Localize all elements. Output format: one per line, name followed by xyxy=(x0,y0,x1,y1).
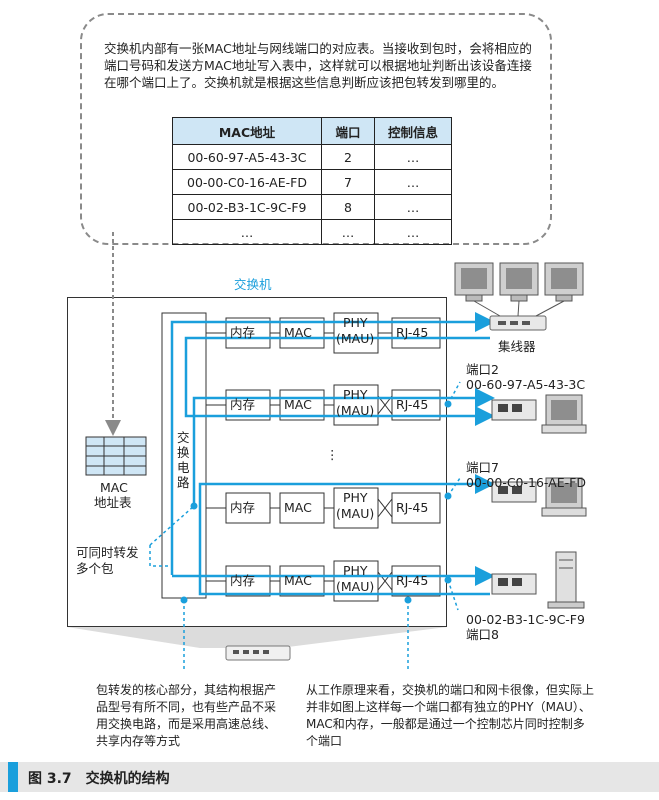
switch-circuit-label: 交换电路 xyxy=(177,430,190,490)
memory-block: 内存 xyxy=(230,325,256,340)
switch-device-icon xyxy=(225,645,291,661)
cell-mac: 00-60-97-A5-43-3C xyxy=(172,144,322,170)
mau-block: (MAU) xyxy=(336,331,375,346)
intro-text: 交换机内部有一张MAC地址与网线端口的对应表。当接收到包时，会将相应的端口号码和… xyxy=(104,41,532,90)
cell-port: … xyxy=(321,219,375,245)
phy-block: PHY xyxy=(343,315,368,330)
rj45-block: RJ-45 xyxy=(396,325,429,340)
cell-mac: … xyxy=(172,219,322,245)
table-header-row: MAC地址 端口 控制信息 xyxy=(172,117,452,145)
pc-icon xyxy=(541,394,587,517)
rj45-block: RJ-45 xyxy=(396,397,429,412)
leader-lines xyxy=(149,381,461,670)
zoom-funnel xyxy=(67,627,447,648)
monitor-icon xyxy=(454,262,584,317)
mac-block: MAC xyxy=(284,325,312,340)
note-switch-circuit: 包转发的核心部分，其结构根据产品型号有所不同，也有些产品不采用交换电路，而是采用… xyxy=(96,683,277,748)
note-port-structure: 从工作原理来看，交换机的端口和网卡很像，但实际上并非如图上这样每一个端口都有独立… xyxy=(306,683,595,748)
caption-accent xyxy=(8,762,18,792)
hub-label: 集线器 xyxy=(498,339,536,354)
port-7-label: 端口7 xyxy=(466,460,499,475)
mac-table-label-1: MAC xyxy=(100,480,128,495)
port-row-3 xyxy=(225,487,441,529)
phy-block: PHY xyxy=(343,563,368,578)
caption-bar xyxy=(0,762,659,792)
cell-control: … xyxy=(374,169,452,195)
port-8-label: 端口8 xyxy=(466,627,499,642)
hub-icon xyxy=(489,315,547,331)
table-row: 00-02-B3-1C-9C-F9 8 … xyxy=(172,194,452,220)
mau-block: (MAU) xyxy=(336,506,375,521)
rj45-block: RJ-45 xyxy=(396,500,429,515)
port-7-mac: 00-00-C0-16-AE-FD xyxy=(466,475,586,490)
more-ports-ellipsis: ⋮ xyxy=(326,447,339,462)
header-control: 控制信息 xyxy=(374,117,452,145)
nic-card-icon xyxy=(491,399,537,595)
switch-body xyxy=(67,297,447,627)
mac-block: MAC xyxy=(284,500,312,515)
server-icon xyxy=(547,551,585,609)
memory-block: 内存 xyxy=(230,500,256,515)
figure-caption: 图 3.7 交换机的结构 xyxy=(28,771,170,787)
table-row: … … … xyxy=(172,219,452,245)
phy-block: PHY xyxy=(343,490,368,505)
rj45-block: RJ-45 xyxy=(396,573,429,588)
switch-circuit-box xyxy=(161,312,207,599)
mac-block: MAC xyxy=(284,573,312,588)
phy-block: PHY xyxy=(343,387,368,402)
port-2-mac: 00-60-97-A5-43-3C xyxy=(466,377,586,392)
port-8-mac: 00-02-B3-1C-9C-F9 xyxy=(466,612,585,627)
switch-label: 交换机 xyxy=(234,277,272,292)
mau-block: (MAU) xyxy=(336,579,375,594)
cell-mac: 00-02-B3-1C-9C-F9 xyxy=(172,194,322,220)
multi-forward-label-2: 多个包 xyxy=(76,561,114,576)
table-row: 00-00-C0-16-AE-FD 7 … xyxy=(172,169,452,195)
cell-port: 8 xyxy=(321,194,375,220)
mac-table-icon xyxy=(85,436,147,476)
memory-block: 内存 xyxy=(230,573,256,588)
memory-block: 内存 xyxy=(230,397,256,412)
port-2-label: 端口2 xyxy=(466,362,499,377)
mac-table-label-2: 地址表 xyxy=(94,495,132,510)
header-port: 端口 xyxy=(321,117,375,145)
mau-block: (MAU) xyxy=(336,403,375,418)
cell-port: 7 xyxy=(321,169,375,195)
mac-block: MAC xyxy=(284,397,312,412)
port-row-4 xyxy=(225,560,441,602)
multi-forward-label-1: 可同时转发 xyxy=(76,545,139,560)
packet-flow xyxy=(170,312,495,596)
mac-address-table: MAC地址 端口 控制信息 00-60-97-A5-43-3C 2 … 00-0… xyxy=(172,117,452,245)
cell-control: … xyxy=(374,219,452,245)
block-connectors xyxy=(206,332,393,591)
